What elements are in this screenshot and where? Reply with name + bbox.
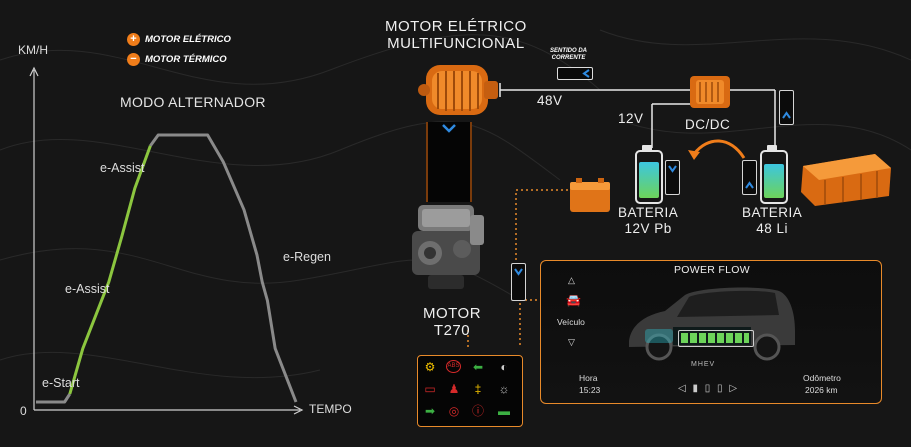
scroll-down-arrow-icon[interactable]: ▽: [568, 337, 575, 347]
y-origin-label: 0: [20, 404, 27, 418]
scroll-up-arrow-icon[interactable]: △: [568, 275, 575, 285]
vehicle-silhouette-image: [629, 287, 795, 361]
headlight-icon: ◐: [500, 360, 508, 374]
current-direction-indicator: [557, 67, 593, 80]
current-indicator-12v: [665, 160, 680, 195]
vehicle-label[interactable]: Veículo: [557, 317, 585, 327]
annotation-e-assist-high: e-Assist: [100, 161, 145, 175]
belt-drive: [426, 122, 472, 202]
parking-light-icon: ☼: [498, 382, 510, 396]
turn-left-icon: ⬅: [472, 360, 484, 374]
x-axis-arrow: [293, 405, 304, 415]
electric-motor-image: [418, 65, 498, 115]
annotation-e-regen: e-Regen: [283, 250, 331, 264]
series-electric-1: [68, 145, 152, 395]
seatbelt-icon: ♟: [448, 382, 460, 396]
dcdc-arrow-head: [688, 150, 700, 160]
x-axis-label: TEMPO: [309, 402, 352, 416]
label-12v: 12V: [618, 111, 644, 126]
down-arrow-icon: [668, 165, 677, 173]
power-flow-screen: POWER FLOW △ 🚘 Veículo ▽ MHEV Hora 15:23…: [540, 260, 882, 404]
legend-electric-label: MOTOR ELÉTRICO: [145, 34, 231, 45]
lead-battery-image: [570, 178, 610, 212]
annotation-e-start: e-Start: [42, 376, 80, 390]
annotation-e-assist-low: e-Assist: [65, 282, 110, 296]
battery-48v-cap: [767, 145, 777, 150]
up-arrow-icon: [782, 111, 791, 119]
y-axis-label: KM/H: [18, 43, 48, 57]
lithium-battery-pack-image: [801, 154, 891, 206]
odometro-value: 2026 km: [805, 385, 838, 395]
car-icon: 🚘: [566, 293, 581, 307]
dcdc-arrow: [692, 139, 746, 159]
left-arrow-icon: [582, 69, 590, 78]
battery-12v-cap: [642, 145, 652, 150]
y-axis-arrow: [29, 66, 39, 77]
legend-thermal-label: MOTOR TÉRMICO: [145, 54, 227, 65]
down-arrow-icon: [442, 124, 456, 133]
up-arrow-icon: [745, 181, 754, 189]
dotted-lead-screen: [519, 299, 540, 345]
screen-title: POWER FLOW: [674, 264, 750, 276]
engine-check-icon: ⚙: [424, 360, 436, 374]
truck-icon: ▬: [498, 404, 510, 418]
label-motor-eletrico: MOTOR ELÉTRICO MULTIFUNCIONAL: [385, 18, 527, 52]
battery-12v-fill: [639, 162, 659, 198]
label-bateria-12v: BATERIA 12V Pb: [618, 205, 679, 236]
battery-warning-icon: ▭: [424, 382, 436, 396]
screen-battery-fill: [681, 333, 749, 343]
current-indicator-48li: [742, 160, 757, 195]
dashboard-warning-lights: ⚙ ABS ⬅ ◐ ▭ ♟ ‡ ☼ ➡ ◎ ⓘ ▬: [417, 355, 523, 427]
series-thermal-2: [149, 133, 298, 403]
brake-warning-icon: ⓘ: [471, 404, 484, 418]
hora-value: 15:23: [579, 385, 601, 395]
label-motor-t270: MOTOR T270: [423, 305, 482, 339]
label-48v: 48V: [537, 93, 563, 108]
label-bateria-48li: BATERIA 48 Li: [742, 205, 803, 236]
label-dcdc: DC/DC: [685, 117, 731, 132]
abs-warning-icon: ABS: [446, 360, 461, 373]
down-arrow-icon: [514, 268, 523, 276]
current-indicator-engine: [511, 263, 526, 301]
tire-pressure-icon: ◎: [448, 404, 460, 418]
axes: [29, 66, 304, 415]
chart-title: MODO ALTERNADOR: [120, 94, 266, 110]
turn-right-icon: ➡: [424, 404, 436, 418]
odometro-label: Odômetro: [803, 373, 841, 383]
series-thermal-0: [36, 393, 72, 404]
dotted-lead-lead: [515, 189, 568, 265]
mhev-badge: MHEV: [691, 361, 716, 368]
label-sentido-corrente: SENTIDO DA CORRENTE: [550, 48, 588, 61]
screen-battery-level: [678, 330, 754, 347]
battery-48v-icon: [760, 150, 788, 204]
battery-12v-icon: [635, 150, 663, 204]
dcdc-converter-image: [690, 76, 730, 108]
page-dots[interactable]: ◁ ▮ ▯ ▯ ▷: [678, 383, 740, 394]
battery-48v-fill: [764, 164, 784, 198]
legend-thermal-dot: −: [127, 53, 140, 66]
current-indicator-48v: [779, 90, 794, 125]
combustion-engine-image: [412, 205, 484, 289]
legend-electric-dot: +: [127, 33, 140, 46]
hora-label: Hora: [579, 373, 598, 383]
fog-light-icon: ‡: [474, 382, 482, 396]
